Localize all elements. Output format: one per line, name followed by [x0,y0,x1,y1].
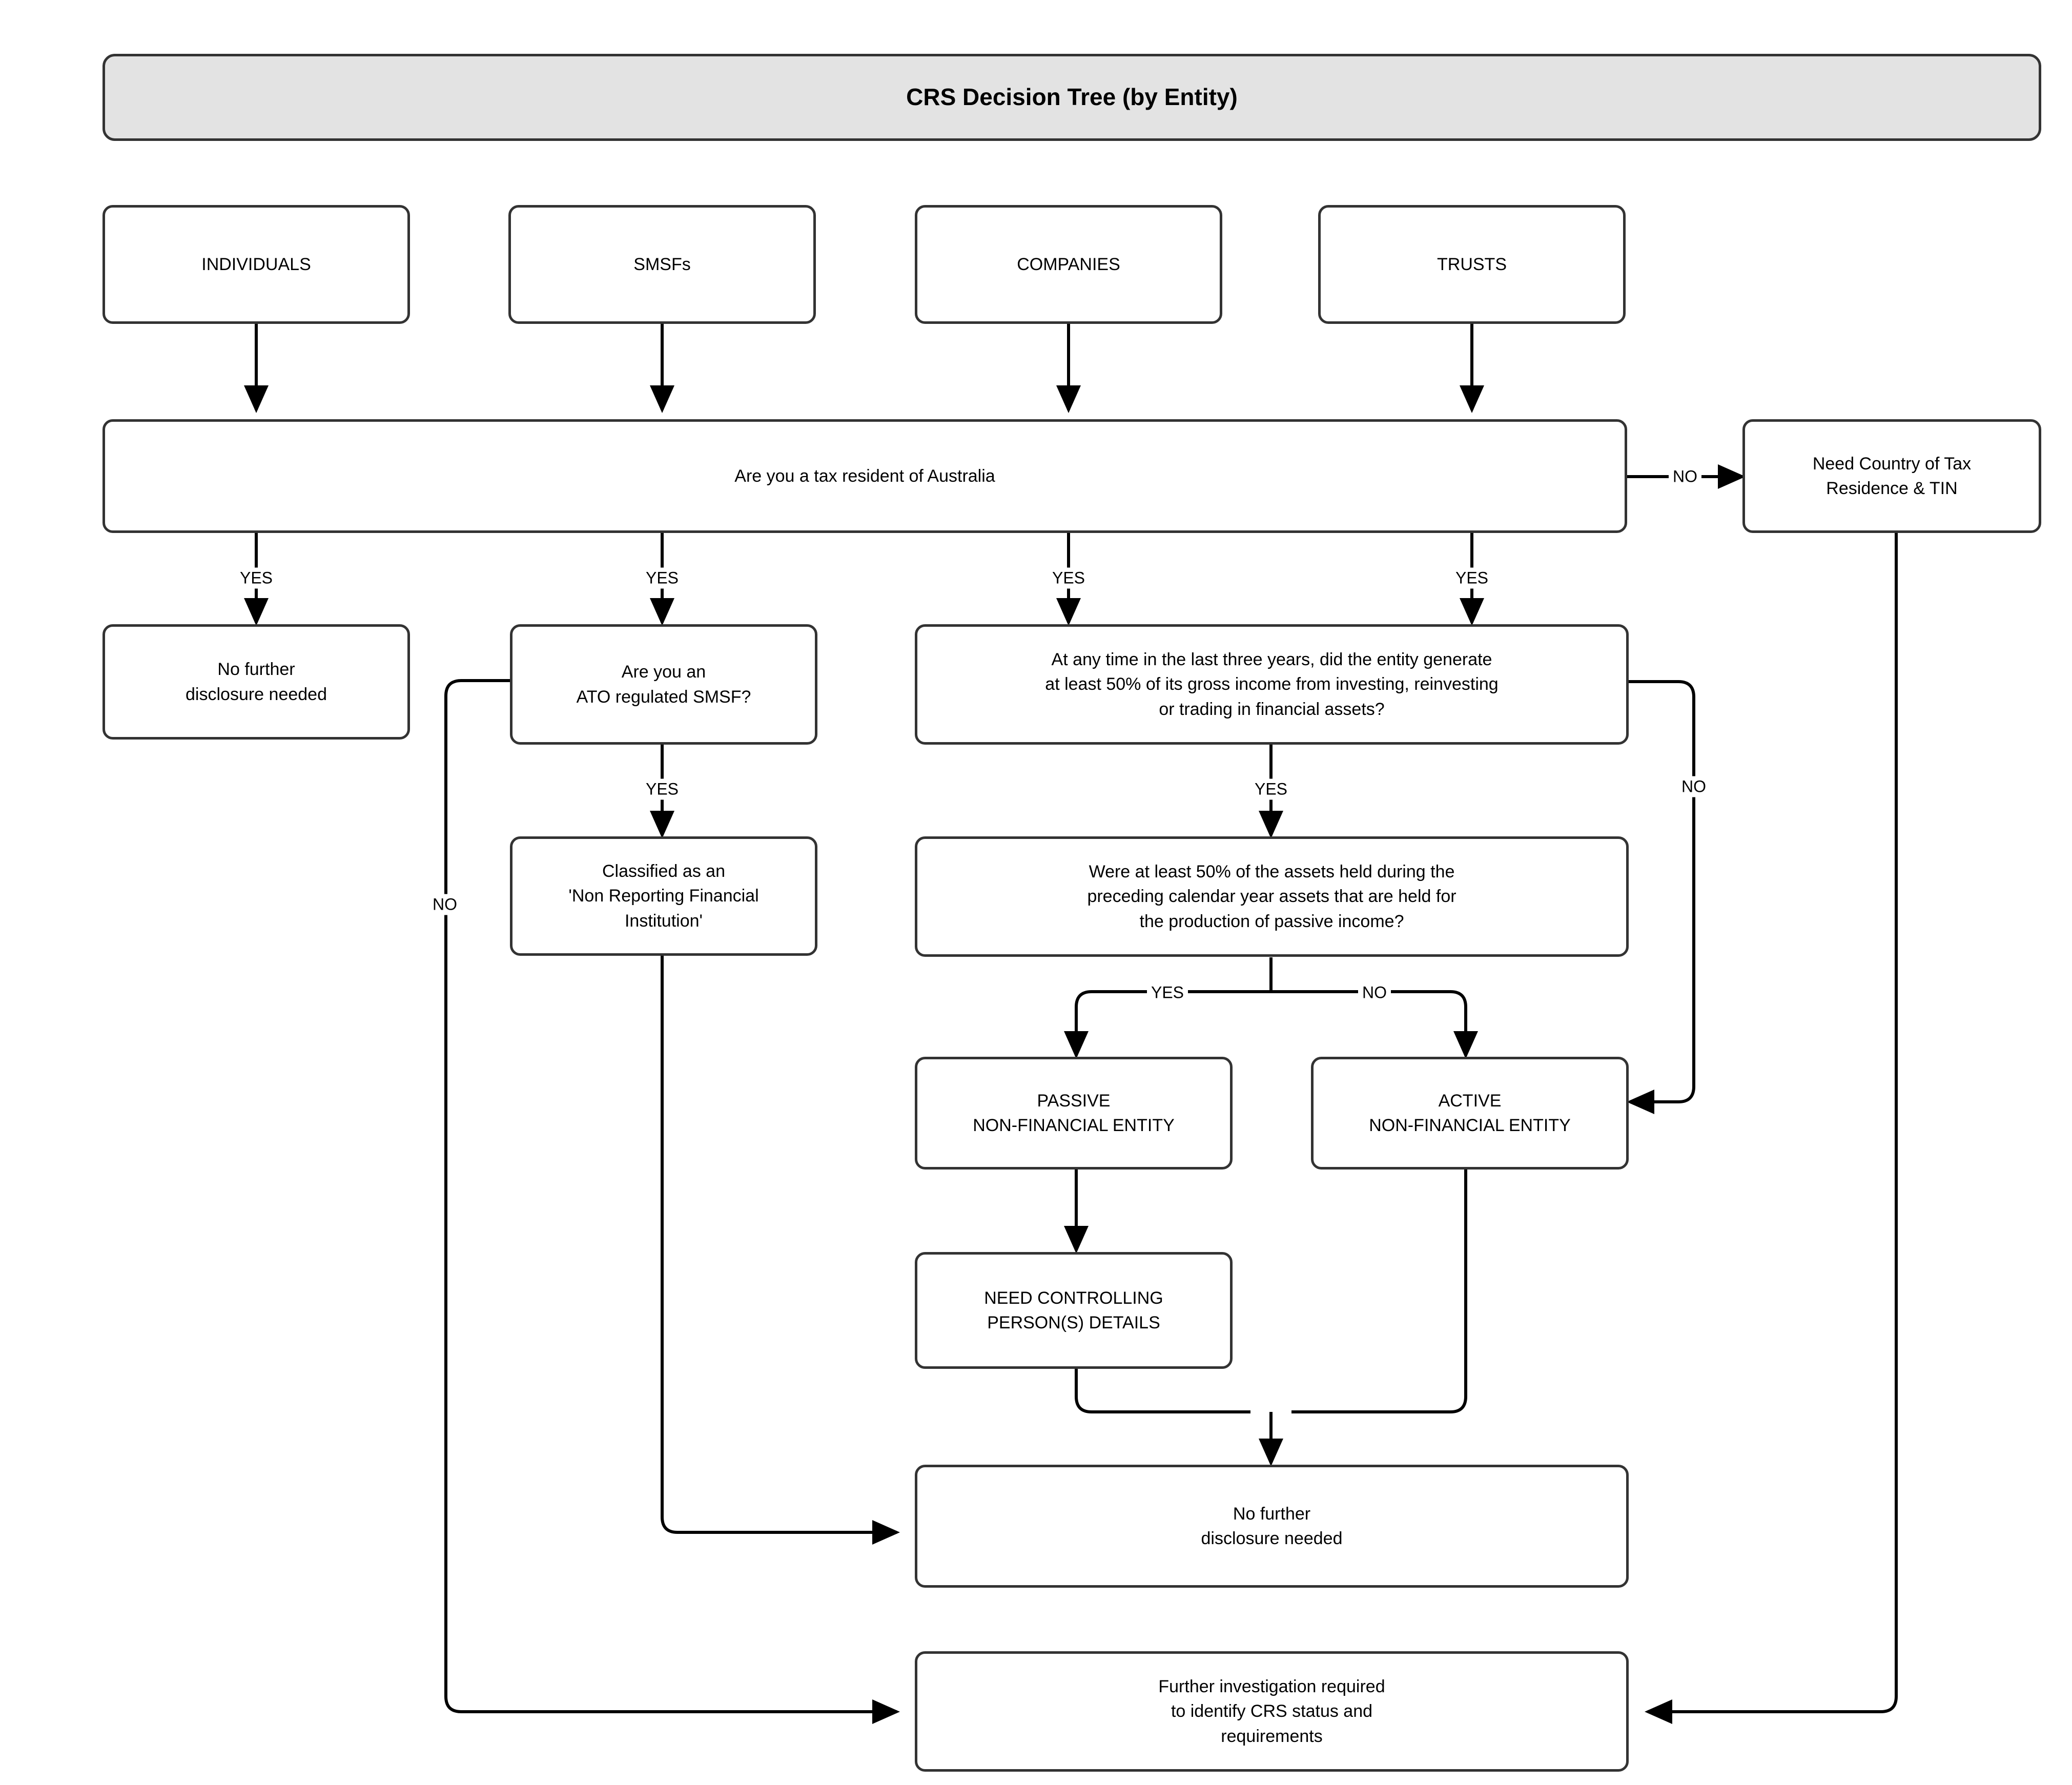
edge-label-tax-resident-no: NO [1669,466,1701,487]
edge-needcountry-to-further-investigation [1645,533,1898,1724]
node-entity-income-question-label: At any time in the last three years, did… [1045,650,1499,719]
page-title: CRS Decision Tree (by Entity) [102,54,2041,141]
edge-label-entity-income-yes: YES [1250,778,1292,800]
edge-label-trusts-yes: YES [1451,567,1493,589]
node-trusts-label: TRUSTS [1437,254,1507,274]
node-no-further-disclosure-center-label: No further disclosure needed [1201,1504,1343,1548]
edge-label-ato-smsf-no: NO [428,894,461,915]
node-passive-nfe-label: PASSIVE NON-FINANCIAL ENTITY [973,1091,1175,1135]
node-ato-smsf-question[interactable]: Are you an ATO regulated SMSF? [510,624,817,745]
node-companies-label: COMPANIES [1017,254,1120,274]
node-companies[interactable]: COMPANIES [915,205,1222,324]
node-entity-income-question[interactable]: At any time in the last three years, did… [915,624,1629,745]
edge-label-individuals-yes: YES [235,567,277,589]
edge-label-companies-yes: YES [1048,567,1090,589]
node-tax-resident-question-label: Are you a tax resident of Australia [734,466,995,486]
edge-active-merge [1291,1168,1467,1413]
node-individuals[interactable]: INDIVIDUALS [102,205,410,324]
node-passive-nfe[interactable]: PASSIVE NON-FINANCIAL ENTITY [915,1057,1233,1170]
node-need-controlling-persons[interactable]: NEED CONTROLLING PERSON(S) DETAILS [915,1252,1233,1369]
edge-label-smsfs-yes: YES [641,567,683,589]
node-need-country-tin[interactable]: Need Country of Tax Residence & TIN [1742,419,2041,533]
node-smsfs[interactable]: SMSFs [508,205,816,324]
node-need-country-tin-label: Need Country of Tax Residence & TIN [1812,454,1972,498]
node-non-reporting-fi-label: Classified as an 'Non Reporting Financia… [568,861,759,931]
node-further-investigation-label: Further investigation required to identi… [1158,1677,1385,1746]
node-no-further-disclosure-left-label: No further disclosure needed [186,660,327,704]
node-individuals-label: INDIVIDUALS [201,254,311,274]
edge-label-entity-income-no: NO [1677,776,1710,797]
edge-controlling-merge [1075,1368,1250,1413]
node-need-controlling-persons-label: NEED CONTROLLING PERSON(S) DETAILS [984,1288,1163,1332]
edge-entityincome-no-to-active [1627,680,1695,1114]
node-tax-resident-question[interactable]: Are you a tax resident of Australia [102,419,1627,533]
page-title-text: CRS Decision Tree (by Entity) [906,84,1238,111]
node-active-nfe-label: ACTIVE NON-FINANCIAL ENTITY [1369,1091,1571,1135]
node-smsfs-label: SMSFs [633,254,691,274]
edge-nonreporting-to-nofurther [661,955,900,1545]
node-assets-passive-question[interactable]: Were at least 50% of the assets held dur… [915,836,1629,957]
edge-label-assets-passive-yes: YES [1146,982,1188,1003]
node-further-investigation[interactable]: Further investigation required to identi… [915,1651,1629,1772]
node-trusts[interactable]: TRUSTS [1318,205,1626,324]
node-active-nfe[interactable]: ACTIVE NON-FINANCIAL ENTITY [1311,1057,1629,1170]
node-assets-passive-question-label: Were at least 50% of the assets held dur… [1087,862,1456,931]
node-ato-smsf-question-label: Are you an ATO regulated SMSF? [576,662,751,707]
edge-label-assets-passive-no: NO [1358,982,1391,1003]
node-no-further-disclosure-center[interactable]: No further disclosure needed [915,1465,1629,1588]
edge-label-ato-smsf-yes: YES [641,778,683,800]
edge-smsf-no-to-further-investigation [444,679,900,1724]
node-non-reporting-fi[interactable]: Classified as an 'Non Reporting Financia… [510,836,817,956]
node-no-further-disclosure-left[interactable]: No further disclosure needed [102,624,410,740]
